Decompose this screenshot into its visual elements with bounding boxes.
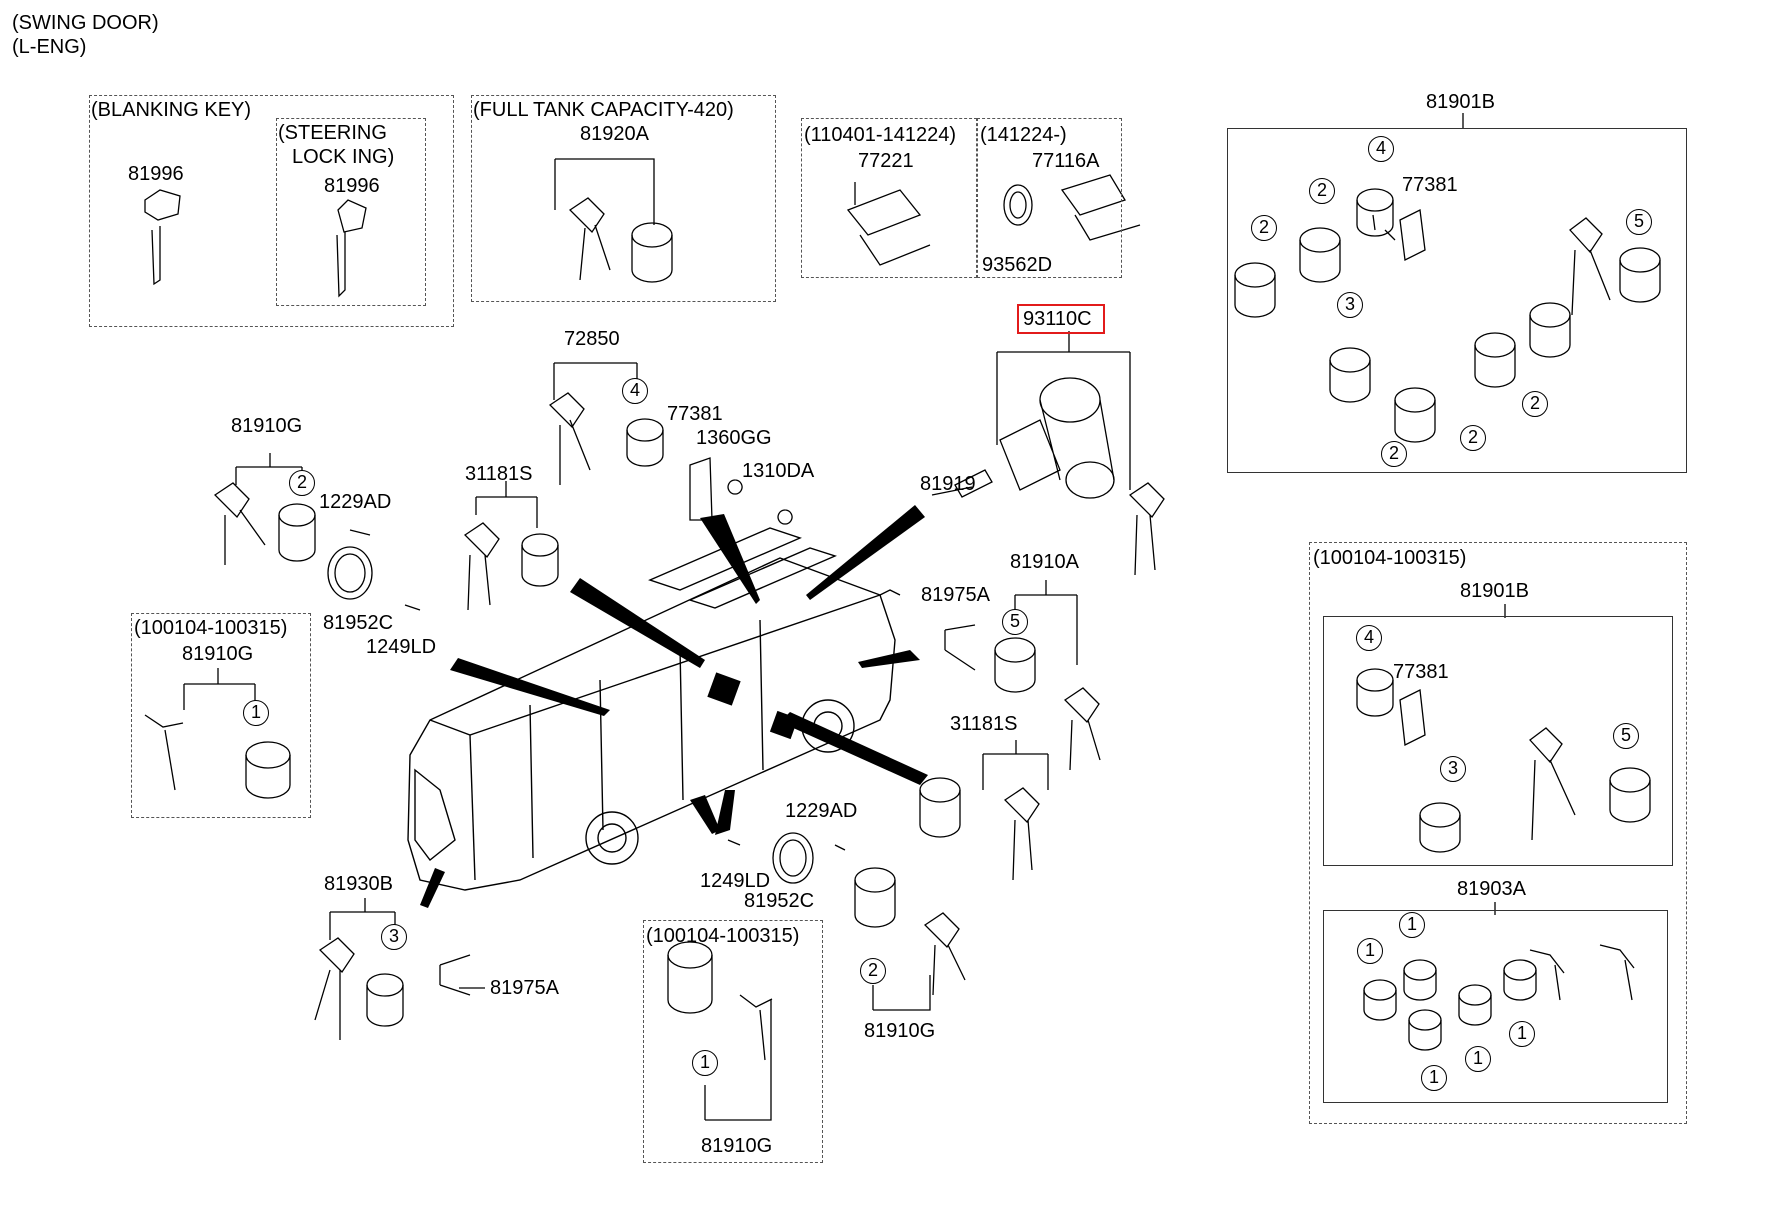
highlight-93110C[interactable] <box>1017 304 1105 334</box>
part-77381-box[interactable]: 77381 <box>1393 661 1449 683</box>
part-1360GG[interactable]: 1360GG <box>696 427 772 449</box>
part-81910G-box[interactable]: 81910G <box>182 643 254 665</box>
part-93110C[interactable]: 93110C <box>1023 308 1092 330</box>
callout-2: 2 <box>1460 425 1486 451</box>
callout-2: 2 <box>1309 178 1335 204</box>
bus-outline <box>407 527 901 891</box>
group-81901B-box <box>1323 616 1673 866</box>
part-81901B[interactable]: 81901B <box>1426 91 1495 113</box>
group-range-b-label: (141224-) <box>980 124 1067 146</box>
title-engine: (L-ENG) <box>12 36 87 58</box>
callout-4: 4 <box>1368 136 1394 162</box>
group-range-c-bottom <box>643 920 823 1163</box>
group-blanking-key <box>89 95 454 327</box>
group-steering-lock <box>276 118 426 306</box>
title-swing-door: (SWING DOOR) <box>12 12 159 34</box>
callout-1: 1 <box>1465 1046 1491 1072</box>
group-steering-lock-label-1: (STEERING <box>278 122 387 144</box>
group-steering-lock-label-2: LOCK ING) <box>292 146 395 168</box>
group-81903A-box <box>1323 910 1668 1103</box>
group-range-a-label: (110401-141224) <box>804 124 956 146</box>
callout-3: 3 <box>1337 292 1363 318</box>
group-range-c-right-label: (100104-100315) <box>1313 547 1467 569</box>
callout-1: 1 <box>1357 938 1383 964</box>
part-81996[interactable]: 81996 <box>128 163 184 185</box>
group-range-c-bottom-label: (100104-100315) <box>646 925 800 947</box>
callout-1: 1 <box>692 1050 718 1076</box>
part-1229AD-left[interactable]: 1229AD <box>319 491 392 513</box>
part-81919[interactable]: 81919 <box>920 473 976 495</box>
part-81910G-left[interactable]: 81910G <box>231 415 303 437</box>
part-31181S-right[interactable]: 31181S <box>950 713 1018 735</box>
part-72850[interactable]: 72850 <box>564 328 620 350</box>
pointer-wedges <box>420 505 928 908</box>
group-range-c-left-label: (100104-100315) <box>134 617 288 639</box>
part-77381-top[interactable]: 77381 <box>1402 174 1458 196</box>
callout-4: 4 <box>622 378 648 404</box>
callout-2: 2 <box>1251 215 1277 241</box>
part-81910G-box2[interactable]: 81910G <box>701 1135 773 1157</box>
callout-2: 2 <box>289 470 315 496</box>
part-glyphs <box>144 174 1661 1061</box>
part-81975A[interactable]: 81975A <box>921 584 990 606</box>
part-81975A-bottom[interactable]: 81975A <box>490 977 559 999</box>
part-81910G-bottom[interactable]: 81910G <box>864 1020 936 1042</box>
part-81996-steering[interactable]: 81996 <box>324 175 380 197</box>
part-1310DA[interactable]: 1310DA <box>742 460 815 482</box>
callout-5: 5 <box>1613 723 1639 749</box>
callout-3: 3 <box>1440 756 1466 782</box>
callout-1: 1 <box>1399 912 1425 938</box>
part-81910A[interactable]: 81910A <box>1010 551 1079 573</box>
group-range-a <box>801 118 977 278</box>
part-81952C-bottom[interactable]: 81952C <box>744 890 815 912</box>
group-81901B-top <box>1227 128 1687 473</box>
group-full-tank <box>471 95 776 302</box>
callout-5: 5 <box>1626 209 1652 235</box>
group-range-b <box>977 118 1122 278</box>
callout-1: 1 <box>1421 1065 1447 1091</box>
callout-3: 3 <box>381 924 407 950</box>
callout-4: 4 <box>1356 625 1382 651</box>
part-1229AD-bottom[interactable]: 1229AD <box>785 800 858 822</box>
part-81920A[interactable]: 81920A <box>580 123 649 145</box>
part-81903A[interactable]: 81903A <box>1457 878 1526 900</box>
group-range-c-right <box>1309 542 1687 1124</box>
part-81930B[interactable]: 81930B <box>324 873 393 895</box>
part-81952C-left[interactable]: 81952C <box>323 612 394 634</box>
group-blanking-key-label: (BLANKING KEY) <box>91 99 252 121</box>
callout-2: 2 <box>860 958 886 984</box>
part-1249LD-left[interactable]: 1249LD <box>366 636 437 658</box>
part-81901B-box[interactable]: 81901B <box>1460 580 1529 602</box>
callout-5: 5 <box>1002 609 1028 635</box>
part-31181S-left[interactable]: 31181S <box>465 463 533 485</box>
callout-2: 2 <box>1381 441 1407 467</box>
part-77116A[interactable]: 77116A <box>1032 150 1100 172</box>
part-93562D[interactable]: 93562D <box>982 254 1053 276</box>
group-full-tank-label: (FULL TANK CAPACITY-420) <box>473 99 734 121</box>
group-range-c-left <box>131 613 311 818</box>
part-77381[interactable]: 77381 <box>667 403 723 425</box>
callout-1: 1 <box>1509 1021 1535 1047</box>
part-1249LD-bottom[interactable]: 1249LD <box>700 870 771 892</box>
callout-1: 1 <box>243 700 269 726</box>
callout-2: 2 <box>1522 391 1548 417</box>
part-77221[interactable]: 77221 <box>858 150 914 172</box>
